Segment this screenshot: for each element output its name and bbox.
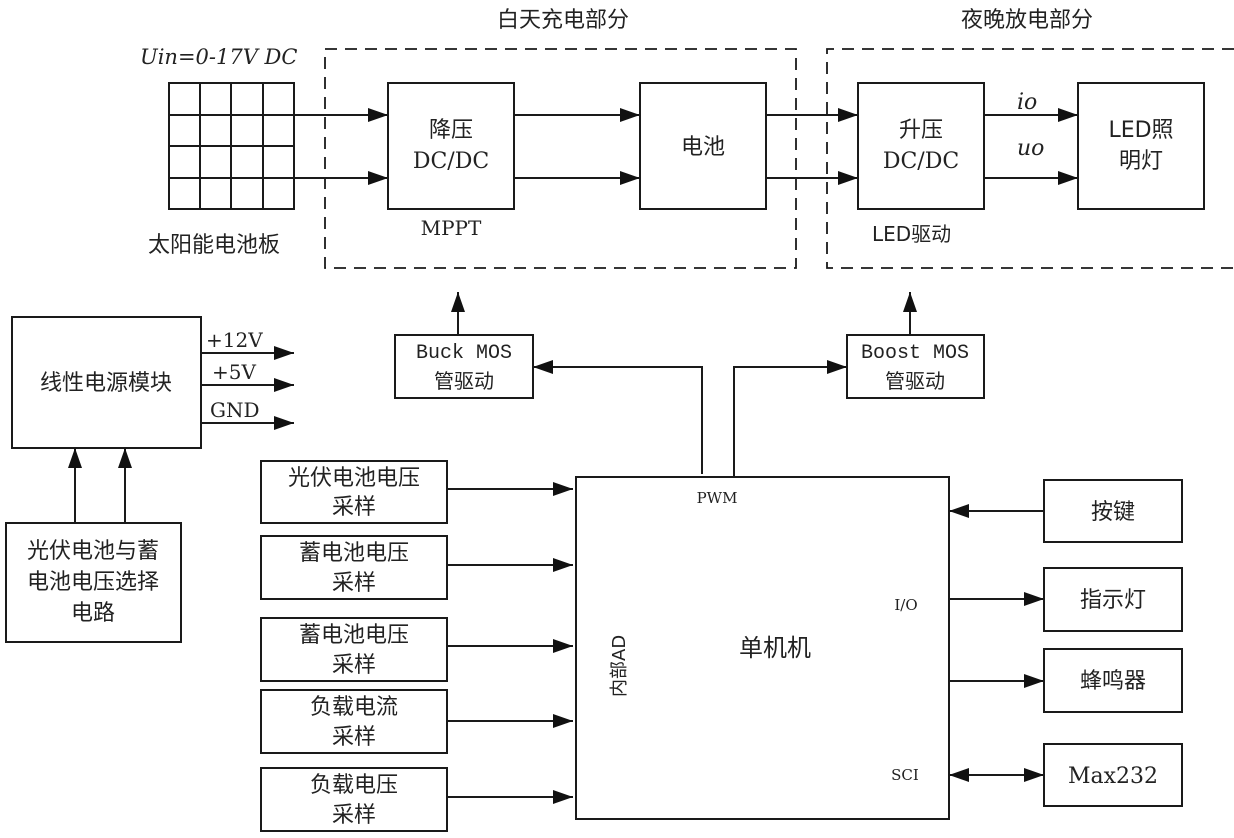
sampling-label-line2: 采样 <box>332 571 376 596</box>
max232-label: Max232 <box>1068 764 1158 789</box>
boost-converter-block: 升压 DC/DC <box>857 82 985 210</box>
mppt-label: MPPT <box>421 216 482 240</box>
input-voltage-label: Uin=0-17V DC <box>140 45 297 69</box>
voltage-selector-block: 光伏电池与蓄 电池电压选择 电路 <box>5 522 182 643</box>
boost-converter-title: 升压 <box>899 118 943 143</box>
mcu-label: 单机机 <box>739 634 811 662</box>
battery-block: 电池 <box>639 82 767 210</box>
output-current-label: io <box>1017 90 1037 115</box>
sci-port-label: SCI <box>891 766 919 784</box>
buzzer-label: 蜂鸣器 <box>1080 669 1146 694</box>
internal-ad-port-label: 内部AD <box>609 635 630 697</box>
led-lamp-line2: 明灯 <box>1119 149 1163 174</box>
boost-driver-block: Boost MOS 管驱动 <box>846 334 985 399</box>
pwm-to-boost-driver-wire <box>733 360 847 476</box>
solar-panel-label: 太阳能电池板 <box>148 233 280 258</box>
day-charging-section-title: 白天充电部分 <box>497 8 629 33</box>
buck-converter-block: 降压 DC/DC <box>387 82 515 210</box>
led-driver-label: LED驱动 <box>872 222 951 246</box>
indicator-block: 指示灯 <box>1043 567 1183 632</box>
plus12v-label: +12V <box>206 328 263 352</box>
plus5v-label: +5V <box>212 360 256 384</box>
sampling-block: 蓄电池电压 采样 <box>260 617 448 682</box>
mcu-block: 单机机 PWM 内部AD I/O SCI <box>575 476 950 820</box>
keys-label: 按键 <box>1091 500 1135 525</box>
buck-driver-line1: Buck MOS <box>416 342 512 365</box>
boost-driver-line1: Boost MOS <box>861 342 969 365</box>
sampling-label-line2: 采样 <box>332 495 376 520</box>
linear-power-module-label: 线性电源模块 <box>40 371 172 396</box>
led-lamp-block: LED照 明灯 <box>1077 82 1205 210</box>
io-port-label: I/O <box>894 596 917 614</box>
sampling-block: 光伏电池电压 采样 <box>260 460 448 524</box>
pwm-port-label: PWM <box>697 489 738 507</box>
buck-driver-line2: 管驱动 <box>434 369 494 393</box>
sampling-label-line2: 采样 <box>332 725 376 750</box>
sampling-block: 负载电压 采样 <box>260 767 448 832</box>
buck-converter-title: 降压 <box>429 118 473 143</box>
day-charging-frame <box>324 48 797 269</box>
linear-power-module-block: 线性电源模块 <box>11 316 202 449</box>
boost-driver-line2: 管驱动 <box>885 369 945 393</box>
pwm-to-buck-driver-wire <box>533 360 703 474</box>
sampling-label-line1: 光伏电池电压 <box>288 466 420 491</box>
voltage-selector-line1: 光伏电池与蓄 <box>27 539 159 564</box>
sampling-label-line2: 采样 <box>332 653 376 678</box>
led-lamp-line1: LED照 <box>1108 118 1173 143</box>
max232-block: Max232 <box>1043 743 1183 807</box>
sampling-label-line1: 蓄电池电压 <box>299 623 409 648</box>
voltage-selector-line2: 电池电压选择 <box>27 570 159 595</box>
sampling-label-line1: 负载电压 <box>310 773 398 798</box>
solar-panel-icon <box>168 82 295 210</box>
sampling-block: 蓄电池电压 采样 <box>260 535 448 600</box>
boost-converter-type: DC/DC <box>883 149 959 174</box>
night-discharging-frame <box>826 48 1234 269</box>
buck-driver-block: Buck MOS 管驱动 <box>394 334 534 399</box>
indicator-label: 指示灯 <box>1080 588 1146 613</box>
night-discharging-section-title: 夜晚放电部分 <box>961 8 1093 33</box>
buck-converter-type: DC/DC <box>413 149 489 174</box>
sampling-block: 负载电流 采样 <box>260 689 448 754</box>
sampling-label-line1: 蓄电池电压 <box>299 541 409 566</box>
output-voltage-label: uo <box>1017 136 1044 161</box>
buzzer-block: 蜂鸣器 <box>1043 648 1183 713</box>
gnd-label: GND <box>210 398 260 422</box>
voltage-selector-line3: 电路 <box>71 601 115 626</box>
keys-block: 按键 <box>1043 479 1183 543</box>
battery-label: 电池 <box>681 135 725 160</box>
sampling-label-line2: 采样 <box>332 803 376 828</box>
sampling-label-line1: 负载电流 <box>310 695 398 720</box>
